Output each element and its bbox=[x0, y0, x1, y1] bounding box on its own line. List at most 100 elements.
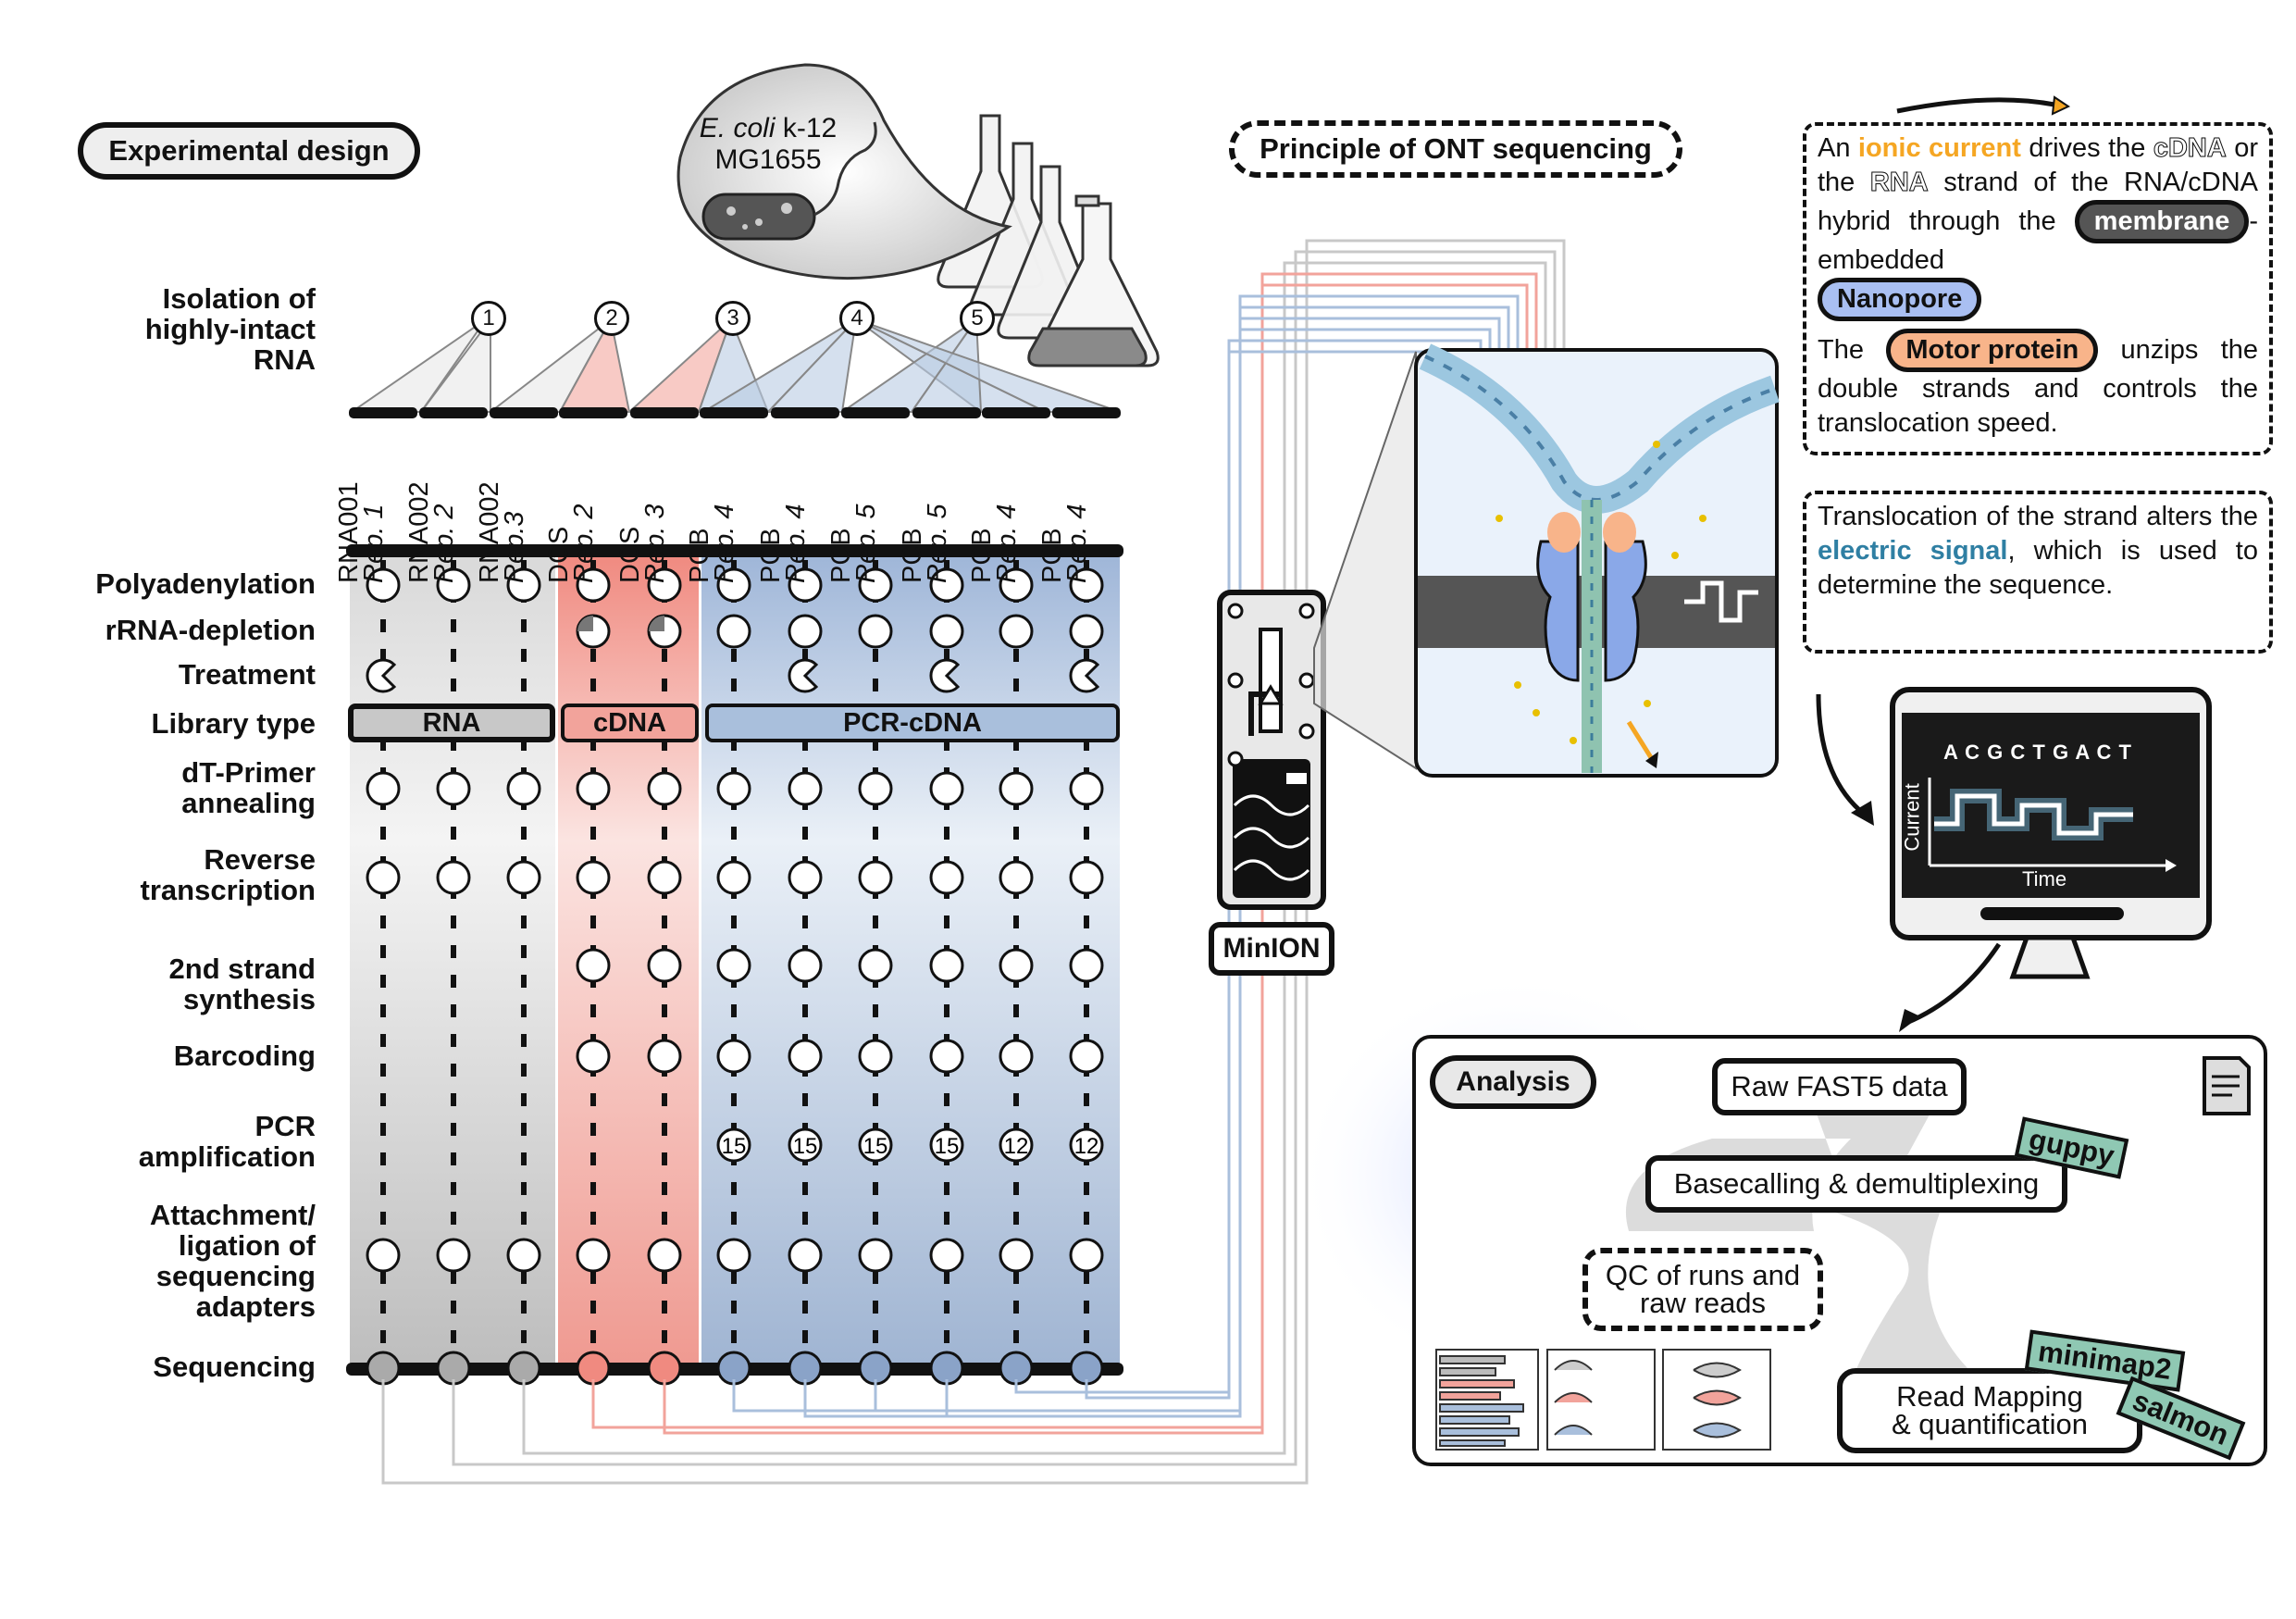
isolation-line-3: RNA bbox=[253, 343, 316, 376]
reverse-transcription-node bbox=[716, 860, 751, 895]
pcr-cdna-column-band bbox=[701, 555, 1120, 1370]
treatment-node bbox=[788, 658, 819, 693]
dt-primer-node bbox=[1069, 771, 1104, 806]
dt-primer-line-2: annealing bbox=[181, 787, 316, 819]
principle-title: Principle of ONT sequencing bbox=[1229, 120, 1682, 178]
sample-name: PCB bbox=[967, 528, 997, 583]
analysis-title: Analysis bbox=[1430, 1055, 1596, 1109]
library-rna: RNA bbox=[348, 704, 555, 742]
treatment-node bbox=[1069, 658, 1100, 693]
adapter-node bbox=[366, 1238, 401, 1273]
step-polyadenylation: Polyadenylation bbox=[95, 567, 316, 600]
second-strand-node bbox=[788, 948, 823, 983]
polyadenylation-node bbox=[999, 567, 1034, 603]
reverse-transcription-node bbox=[506, 860, 541, 895]
pcr-line-1: PCR bbox=[254, 1110, 316, 1142]
isolation-line-1: Isolation of bbox=[162, 282, 316, 315]
pcr-cycle-node bbox=[929, 1127, 964, 1163]
barcoding-node bbox=[858, 1039, 893, 1074]
sample-replicate: Rep. 2 bbox=[429, 504, 459, 583]
rrna-depletion-node bbox=[999, 614, 1034, 649]
basecalling-box: Basecalling & demultiplexing bbox=[1645, 1155, 2067, 1213]
second-strand-node bbox=[858, 948, 893, 983]
sample-replicate: Rep. 3 bbox=[640, 504, 670, 583]
arrowhead-1 bbox=[2051, 95, 2071, 116]
arrowhead-2 bbox=[1851, 801, 1874, 826]
polyadenylation-node bbox=[647, 567, 682, 603]
sample-replicate: Rep. 4 bbox=[1062, 504, 1092, 583]
treatment-node bbox=[366, 658, 397, 693]
reverse-transcription-node bbox=[1069, 860, 1104, 895]
document-icon bbox=[2203, 1056, 2251, 1115]
pcr-cycle-count: 12 bbox=[1074, 1134, 1099, 1159]
rrna-depletion-node bbox=[788, 614, 823, 649]
adapter-node bbox=[929, 1238, 964, 1273]
step-barcoding: Barcoding bbox=[173, 1040, 316, 1072]
pcr-cycle-node bbox=[999, 1127, 1034, 1163]
sequencing-node bbox=[858, 1351, 893, 1386]
adapter-node bbox=[436, 1238, 471, 1273]
pcr-cycle-count: 15 bbox=[722, 1134, 747, 1159]
reverse-transcription-node bbox=[929, 860, 964, 895]
sample-header-bar bbox=[346, 544, 1123, 557]
strain-name: k-12 bbox=[782, 113, 838, 143]
pcr-cycle-count: 12 bbox=[1004, 1134, 1029, 1159]
reverse-transcription-node bbox=[576, 860, 611, 895]
note-an: An bbox=[1818, 133, 1851, 163]
sample-name: DCS bbox=[544, 526, 574, 583]
organism-label: E. coli k-12 MG1655 bbox=[689, 113, 847, 176]
dt-primer-node bbox=[366, 771, 401, 806]
adapter-node bbox=[858, 1238, 893, 1273]
note-unzips: unzips the bbox=[2120, 335, 2259, 365]
isolation-number-2: 2 bbox=[594, 301, 629, 336]
library-pcr-cdna: PCR-cDNA bbox=[705, 704, 1120, 742]
qc-line-1: QC of runs and bbox=[1605, 1259, 1801, 1291]
isolation-number-5: 5 bbox=[960, 301, 995, 336]
pcr-cycle-node bbox=[788, 1127, 823, 1163]
sequencing-node bbox=[716, 1351, 751, 1386]
dt-primer-node bbox=[576, 771, 611, 806]
pcr-cycle-node bbox=[716, 1127, 751, 1163]
principle-note: An ionic current drives the cDNA or the … bbox=[1803, 122, 2273, 455]
sample-replicate: Rep. 2 bbox=[569, 504, 599, 583]
pcr-cycle-count: 15 bbox=[935, 1134, 960, 1159]
sample-bar bbox=[912, 407, 981, 418]
reverse-transcription-node bbox=[436, 860, 471, 895]
barcoding-node bbox=[576, 1039, 611, 1074]
adapter-node bbox=[576, 1238, 611, 1273]
sample-replicate: Rep. 1 bbox=[359, 504, 389, 583]
sequencing-node bbox=[788, 1351, 823, 1386]
adapter-node bbox=[506, 1238, 541, 1273]
dt-primer-node bbox=[858, 771, 893, 806]
bacteria-bubble bbox=[676, 63, 1012, 280]
note-hybrid: RNA/cDNA hybrid through the bbox=[1818, 168, 2259, 236]
monitor-sequence: A C G C T G A C T bbox=[1943, 741, 2132, 764]
second-strand-node bbox=[716, 948, 751, 983]
isolation-line-2: highly-intact bbox=[144, 313, 316, 345]
dt-primer-line-1: dT-Primer bbox=[181, 756, 316, 789]
adapter-node bbox=[999, 1238, 1034, 1273]
sample-bar bbox=[559, 407, 627, 418]
pcr-cycle-count: 15 bbox=[793, 1134, 818, 1159]
sample-bar bbox=[419, 407, 488, 418]
sample-name: PCB bbox=[898, 528, 927, 583]
sample-bar bbox=[841, 407, 910, 418]
signal-note: Translocation of the strand alters the e… bbox=[1803, 491, 2273, 654]
adapters-line-4: adapters bbox=[195, 1290, 316, 1323]
sample-replicate: Rep. 5 bbox=[851, 504, 881, 583]
mapping-line-1: Read Mapping bbox=[1896, 1380, 2083, 1413]
rrna-depletion-node bbox=[929, 614, 964, 649]
sample-replicate: Rep.3 bbox=[500, 511, 529, 583]
sample-bar bbox=[1052, 407, 1121, 418]
adapters-line-2: ligation of bbox=[178, 1229, 316, 1262]
reverse-transcription-node bbox=[366, 860, 401, 895]
